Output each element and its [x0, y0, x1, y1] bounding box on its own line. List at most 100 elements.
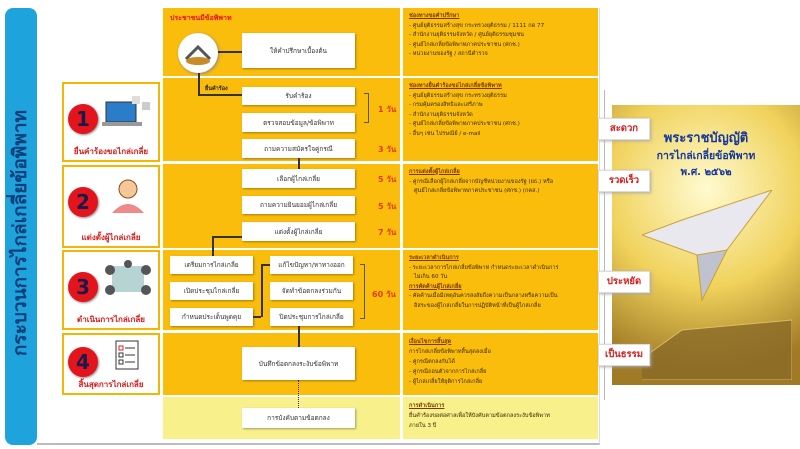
submit-label: ยื่นคำร้อง — [205, 86, 228, 92]
origami-bird-illustration — [642, 190, 792, 380]
arrow — [298, 158, 300, 169]
info-line: - หน่วยงานของรัฐ / สถานีตำรวจ — [409, 51, 488, 57]
info-title: การคัดค้านผู้ไกล่เกลี่ย — [409, 283, 462, 290]
solve-box: แก้ไขปัญหา/หาทางออก — [270, 256, 353, 274]
step-4: 4 สิ้นสุดการไกล่เกลี่ย — [62, 333, 160, 395]
info-line: - อื่นๆ เช่น ไปรษณีย์ / e-mail — [409, 130, 481, 137]
badge-fast: รวดเร็ว — [598, 170, 650, 192]
info-title: ระยะเวลาดำเนินการ — [409, 255, 459, 261]
arrow — [261, 264, 263, 317]
book-subtitle: การไกล่เกลี่ยข้อพิพาท — [656, 150, 756, 162]
info-line: - ศูนย์ไกล่เกลี่ยข้อพิพาทภาคประชาชน (ศกช… — [409, 121, 520, 127]
info-title: ช่องทางยื่นคำร้องขอไกล่เกลี่ยข้อพิพาท — [409, 83, 502, 89]
enforce-box: การบังคับตามข้อตกลง — [242, 408, 355, 428]
meeting-icon — [102, 260, 154, 298]
days-label: 7 วัน — [378, 228, 397, 237]
diagram-frame — [37, 8, 600, 445]
info-line: ไม่เกิน 60 วัน — [414, 274, 448, 280]
info-enforcement: การดำเนินการ ยื่นคำร้องขอต่อศาลเพื่อให้บ… — [403, 397, 598, 439]
badge-convenient: สะดวก — [598, 118, 650, 140]
info-line: - สำนักงานยุติธรรมจังหวัด — [409, 111, 473, 118]
appoint-box: แต่งตั้งผู้ไกล่เกลี่ย — [242, 222, 355, 241]
info-termination: เงื่อนไขการสิ้นสุด การไกล่เกลี่ยข้อพิพาท… — [403, 333, 598, 395]
receive-box: รับคำร้อง — [242, 87, 355, 105]
info-line: - คู่กรณีตกลงกันได้ — [409, 359, 455, 365]
arrow — [218, 51, 242, 53]
info-line: ภายใน 3 ปี — [409, 423, 437, 429]
ask-mediator-box: ถามความยินยอมผู้ไกล่เกลี่ย — [242, 196, 355, 214]
info-line: - กรมคุ้มครองสิทธิและเสรีภาพ — [409, 102, 483, 108]
step-number: 1 — [68, 104, 98, 134]
step-1: 1 ยื่นคำร้องขอไกล่เกลี่ย — [62, 82, 160, 162]
arrow — [261, 264, 270, 266]
laptop-icon — [102, 92, 154, 130]
step-label: สิ้นสุดการไกล่เกลี่ย — [78, 380, 144, 389]
arrow — [198, 94, 242, 96]
days-label: 5 วัน — [378, 202, 397, 211]
step-label: แต่งตั้งผู้ไกล่เกลี่ย — [81, 233, 141, 242]
info-duration: ระยะเวลาดำเนินการ - ระยะเวลาการไกล่เกลี่… — [403, 250, 598, 330]
info-line: ศูนย์ไกล่เกลี่ยข้อพิพาทภาคประชาชน (ศกช.)… — [414, 188, 540, 194]
days-label: 1 วัน — [378, 105, 397, 114]
info-line: - ศูนย์ยุติธรรมสร้างสุข กระทรวงยุติธรรม … — [409, 22, 545, 29]
info-line: - คู่กรณีถอนตัวจากการไกล่เกลี่ย — [409, 369, 487, 375]
info-title: ช่องทางขอคำปรึกษา — [409, 13, 460, 19]
verify-box: ตรวจสอบข้อมูล/ข้อพิพาท — [242, 113, 355, 132]
days-label: 5 วัน — [378, 175, 397, 184]
info-line: ยื่นคำร้องขอต่อศาลเพื่อให้บังคับตามข้อตก… — [409, 413, 550, 419]
set-issues-box: กำหนดประเด็นพูดคุย — [170, 308, 253, 326]
info-line: - สำนักงานยุติธรรมจังหวัด / ศูนย์ยุติธรร… — [409, 32, 524, 38]
badge-economical: ประหยัด — [598, 271, 650, 293]
arrow — [212, 236, 214, 256]
info-line: - ศูนย์ยุติธรรมสร้างสุข กระทรวงยุติธรรม — [409, 92, 507, 99]
info-title: เงื่อนไขการสิ้นสุด — [409, 339, 452, 345]
dotted-arrow — [298, 380, 299, 408]
badge-fair: เป็นธรรม — [598, 344, 650, 366]
step-2: 2 แต่งตั้งผู้ไกล่เกลี่ย — [62, 165, 160, 248]
person-icon — [102, 175, 154, 213]
book-year: พ.ศ. ๒๕๖๒ — [680, 167, 732, 178]
arrow — [253, 316, 261, 318]
checklist-icon — [102, 339, 154, 371]
process-title: กระบวนการไกล่เกลี่ยข้อพิพาท — [9, 109, 31, 357]
step-label: ดำเนินการไกล่เกลี่ย — [77, 315, 145, 324]
book-title: พระราชบัญญัติ — [663, 131, 749, 146]
step-3: 3 ดำเนินการไกล่เกลี่ย — [62, 250, 160, 330]
days-label: 3 วัน — [378, 145, 397, 154]
process-title-bar: กระบวนการไกล่เกลี่ยข้อพิพาท — [5, 8, 37, 445]
info-line: การไกล่เกลี่ยข้อพิพาทสิ้นสุดลงเมื่อ — [409, 349, 491, 355]
arrow — [198, 73, 200, 94]
bracket — [364, 93, 369, 123]
step-number: 2 — [68, 187, 98, 217]
days-label: 60 วัน — [372, 290, 396, 299]
dispute-icon — [178, 33, 218, 73]
info-line: - คัดค้านเมื่อมีเหตุอันควรสงสัยถึงความเป… — [409, 293, 558, 299]
info-line: - ศูนย์ไกล่เกลี่ยข้อพิพาทภาคประชาชน (ศกช… — [409, 41, 520, 48]
info-appointment: การแต่งตั้งผู้ไกล่เกลี่ย - คู่กรณีเลือกผ… — [403, 164, 598, 248]
step-number: 4 — [68, 347, 98, 377]
close-meeting-box: ปิดประชุมการไกล่เกลี่ย — [270, 308, 353, 326]
info-title: การแต่งตั้งผู้ไกล่เกลี่ย — [409, 169, 460, 175]
info-submit-channels: ช่องทางยื่นคำร้องขอไกล่เกลี่ยข้อพิพาท - … — [403, 78, 598, 161]
ask-consent-box: ถามความสมัครใจคู่กรณี — [242, 139, 355, 158]
step-number: 3 — [68, 272, 98, 302]
arrow — [212, 236, 242, 238]
prepare-box: เตรียมการไกล่เกลี่ย — [170, 256, 253, 274]
consult-box: ให้คำปรึกษาเบื้องต้น — [242, 33, 355, 68]
select-mediator-box: เลือกผู้ไกล่เกลี่ย — [242, 169, 355, 188]
arrow — [298, 326, 300, 347]
info-consult-channels: ช่องทางขอคำปรึกษา - ศูนย์ยุติธรรมสร้างสุ… — [403, 8, 598, 76]
divider — [604, 90, 605, 400]
bracket — [360, 264, 365, 319]
info-line: - ระยะเวลาการไกล่เกลี่ยข้อพิพาท กำหนดระย… — [409, 264, 559, 271]
draft-box: จัดทำข้อตกลงร่วมกัน — [270, 282, 353, 300]
flow-header: ประชาชนมีข้อพิพาท — [170, 14, 232, 22]
open-meeting-box: เปิดประชุมไกล่เกลี่ย — [170, 282, 253, 300]
act-book-cover: พระราชบัญญัติ การไกล่เกลี่ยข้อพิพาท พ.ศ.… — [612, 105, 800, 385]
info-line: - คู่กรณีเลือกผู้ไกล่เกลี่ยจากบัญชีหน่วย… — [409, 178, 554, 185]
info-line: อิสระของผู้ไกล่เกลี่ยในการปฏิบัติหน้าที่… — [414, 302, 541, 309]
record-box: บันทึกข้อตกลงระงับข้อพิพาท — [242, 347, 355, 380]
step-label: ยื่นคำร้องขอไกล่เกลี่ย — [73, 147, 149, 156]
info-line: - ผู้ไกล่เกลี่ยให้ยุติการไกล่เกลี่ย — [409, 379, 483, 385]
info-title: การดำเนินการ — [409, 403, 445, 409]
